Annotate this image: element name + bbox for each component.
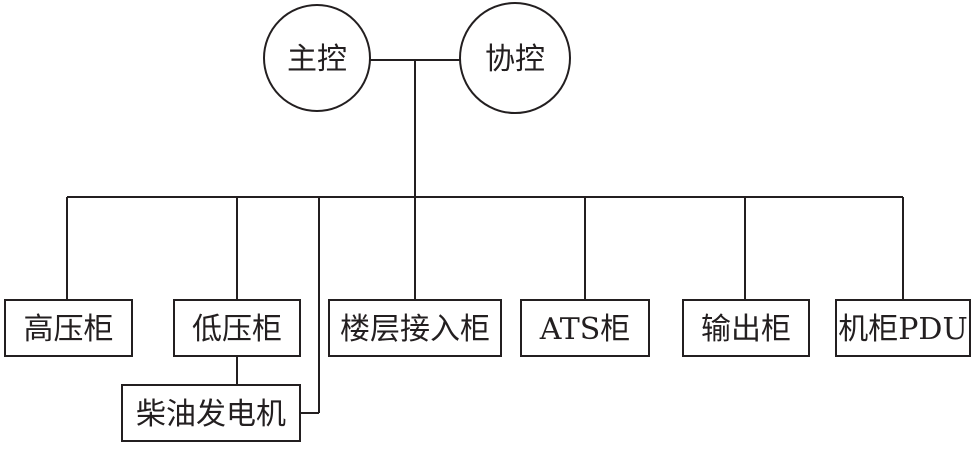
node-diesel-generator: 柴油发电机 xyxy=(121,384,301,442)
floor-access-cabinet-label: 楼层接入柜 xyxy=(340,312,490,347)
main-control-circle xyxy=(263,4,371,112)
diesel-generator-box xyxy=(121,384,301,442)
low-voltage-cabinet-label: 低压柜 xyxy=(192,312,282,347)
main-control-label: 主控 xyxy=(287,42,347,77)
diesel-generator-label: 柴油发电机 xyxy=(136,397,286,432)
rack-pdu-label: 机柜PDU xyxy=(838,312,968,347)
node-low-voltage-cabinet: 低压柜 xyxy=(173,299,301,357)
low-voltage-cabinet-box xyxy=(173,299,301,357)
node-high-voltage-cabinet: 高压柜 xyxy=(4,299,133,357)
node-main-control: 主控 xyxy=(263,4,371,112)
high-voltage-cabinet-label: 高压柜 xyxy=(24,312,114,347)
assist-control-label: 协控 xyxy=(485,42,545,77)
node-assist-control: 协控 xyxy=(459,2,571,114)
output-cabinet-label: 输出柜 xyxy=(701,312,791,347)
high-voltage-cabinet-box xyxy=(4,299,133,357)
node-ats-cabinet: ATS柜 xyxy=(520,299,650,357)
node-rack-pdu: 机柜PDU xyxy=(835,299,971,357)
node-floor-access-cabinet: 楼层接入柜 xyxy=(328,299,502,357)
rack-pdu-box xyxy=(835,299,971,357)
output-cabinet-box xyxy=(682,299,810,357)
ats-cabinet-label: ATS柜 xyxy=(539,312,631,347)
floor-access-cabinet-box xyxy=(328,299,502,357)
assist-control-circle xyxy=(459,2,571,114)
node-output-cabinet: 输出柜 xyxy=(682,299,810,357)
connection-lines xyxy=(66,59,904,414)
ats-cabinet-box xyxy=(520,299,650,357)
